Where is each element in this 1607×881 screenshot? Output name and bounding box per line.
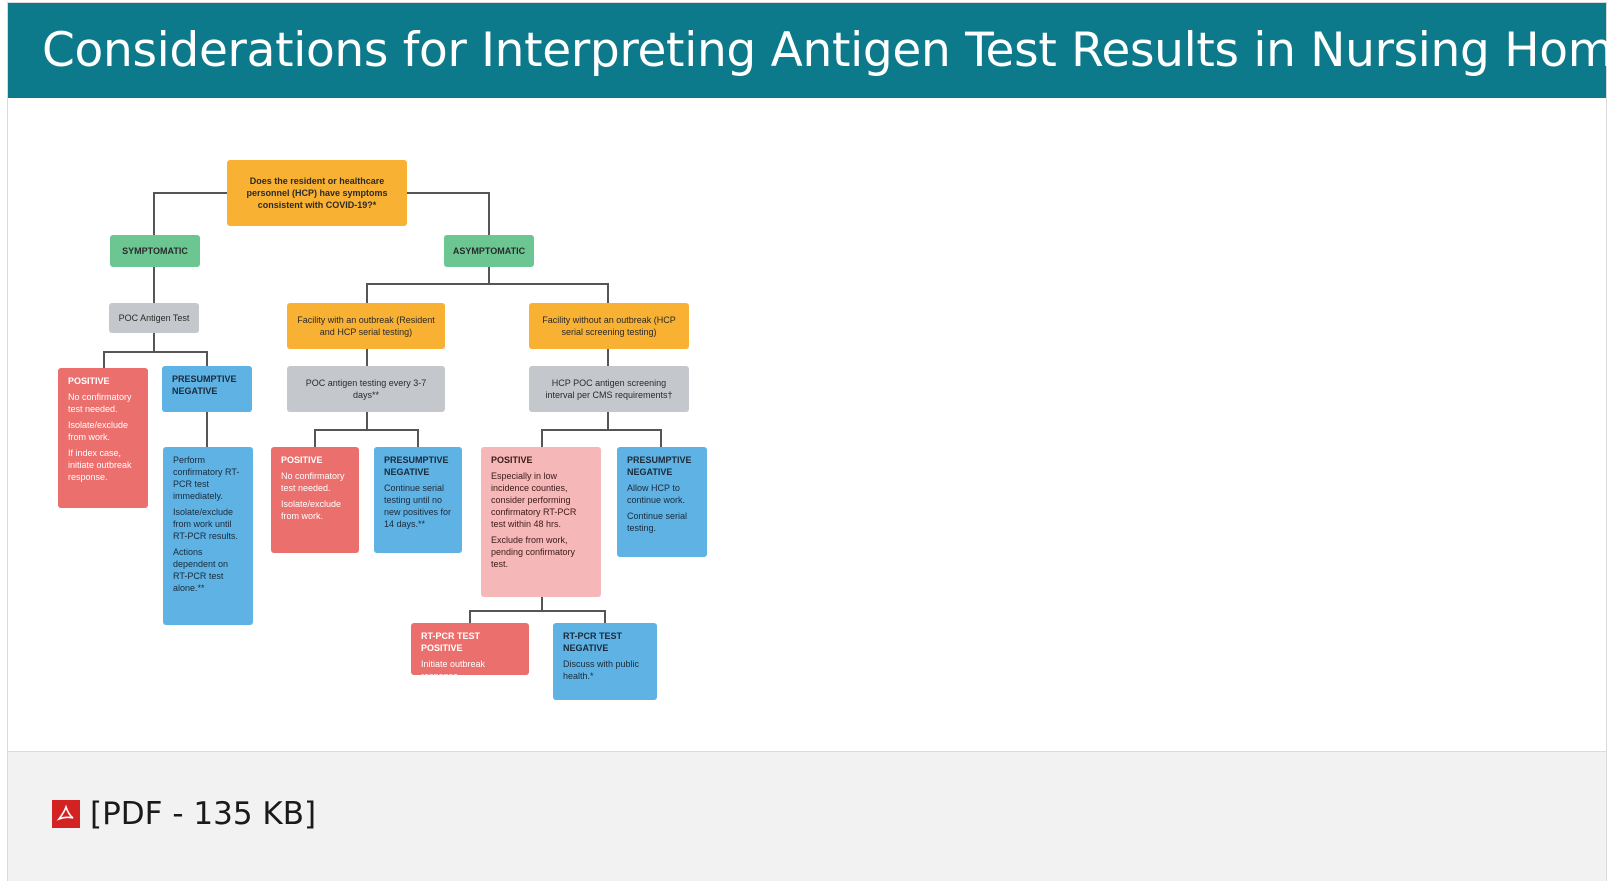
connector-line	[607, 283, 609, 303]
pdf-download-link[interactable]: [PDF - 135 KB]	[52, 796, 316, 832]
connector-line	[541, 597, 543, 611]
page-title: Considerations for Interpreting Antigen …	[42, 23, 1607, 78]
node-sym-positive: POSITIVE No confirmatory test needed. Is…	[58, 368, 148, 508]
node-asymptomatic: ASYMPTOMATIC	[444, 235, 534, 267]
flowchart-image[interactable]: Does the resident or healthcare personne…	[8, 98, 768, 753]
connector-line	[103, 351, 105, 369]
card-header: Considerations for Interpreting Antigen …	[8, 3, 1607, 98]
node-title: RT-PCR TEST NEGATIVE	[563, 631, 623, 653]
node-sym-negative: PRESUMPTIVE NEGATIVE	[162, 366, 252, 412]
connector-line	[366, 283, 368, 303]
node-hcp-screening-interval: HCP POC antigen screening interval per C…	[529, 366, 689, 412]
connector-line	[153, 266, 155, 304]
connector-line	[206, 351, 208, 367]
node-text: Perform confirmatory RT-PCR test immedia…	[173, 455, 240, 501]
antigen-test-card: Considerations for Interpreting Antigen …	[7, 2, 1607, 881]
connector-line	[417, 429, 419, 447]
node-facility-no-outbreak-text: Facility without an outbreak (HCP serial…	[542, 315, 676, 337]
connector-line	[607, 348, 609, 366]
node-poc-antigen-test: POC Antigen Test	[109, 303, 199, 333]
node-title: PRESUMPTIVE NEGATIVE	[172, 374, 237, 396]
connector-line	[541, 429, 543, 447]
node-text: Discuss with public health.*	[563, 659, 640, 681]
node-text: No confirmatory test needed.	[281, 471, 345, 493]
node-title: POSITIVE	[68, 376, 110, 386]
connector-line	[660, 429, 662, 447]
node-facility-outbreak-text: Facility with an outbreak (Resident and …	[297, 315, 435, 337]
node-outbreak-negative: PRESUMPTIVE NEGATIVE Continue serial tes…	[374, 447, 462, 553]
node-text: No confirmatory test needed.	[68, 392, 132, 414]
node-text: Especially in low incidence counties, co…	[491, 471, 577, 529]
node-symptomatic: SYMPTOMATIC	[110, 235, 200, 267]
connector-line	[103, 351, 208, 353]
connector-line	[366, 283, 609, 285]
connector-line	[607, 411, 609, 429]
connector-line	[469, 610, 606, 612]
node-text: Continue serial testing.	[627, 511, 688, 533]
connector-line	[366, 348, 368, 366]
pdf-label: [PDF - 135 KB]	[90, 796, 317, 832]
connector-line	[206, 410, 208, 448]
pdf-icon	[52, 800, 80, 828]
node-title: PRESUMPTIVE NEGATIVE	[627, 455, 692, 477]
connector-line	[153, 192, 155, 238]
connector-line	[366, 411, 368, 429]
node-no-outbreak-negative: PRESUMPTIVE NEGATIVE Allow HCP to contin…	[617, 447, 707, 557]
node-text: Isolate/exclude from work.	[68, 420, 129, 442]
card-body: Does the resident or healthcare personne…	[8, 98, 1606, 753]
node-title: RT-PCR TEST POSITIVE	[421, 631, 481, 653]
connector-line	[541, 429, 662, 431]
node-poc-every-3-7: POC antigen testing every 3-7 days**	[287, 366, 445, 412]
card-footer: [PDF - 135 KB]	[8, 751, 1606, 881]
node-text: Continue serial testing until no new pos…	[384, 483, 452, 529]
connector-line	[488, 266, 490, 284]
connector-line	[153, 192, 228, 194]
node-text: Actions dependent on RT-PCR test alone.*…	[173, 547, 229, 593]
node-text: Isolate/exclude from work.	[281, 499, 342, 521]
connector-line	[406, 192, 490, 194]
node-text: If index case, initiate outbreak respons…	[68, 448, 132, 482]
connector-line	[153, 332, 155, 352]
node-text: Initiate outbreak response.	[421, 659, 486, 681]
connector-line	[469, 610, 471, 624]
node-rtpcr-negative: RT-PCR TEST NEGATIVE Discuss with public…	[553, 623, 657, 700]
node-title: PRESUMPTIVE NEGATIVE	[384, 455, 449, 477]
node-text: Exclude from work, pending confirmatory …	[491, 535, 576, 569]
node-asymptomatic-text: ASYMPTOMATIC	[452, 246, 526, 256]
node-rtpcr-positive: RT-PCR TEST POSITIVE Initiate outbreak r…	[411, 623, 529, 681]
node-title: POSITIVE	[491, 455, 533, 465]
node-symptomatic-text: SYMPTOMATIC	[122, 246, 188, 256]
connector-line	[314, 429, 316, 447]
node-poc-antigen-test-text: POC Antigen Test	[118, 313, 190, 323]
node-root-text: Does the resident or healthcare personne…	[246, 176, 388, 210]
node-no-outbreak-positive: POSITIVE Especially in low incidence cou…	[481, 447, 601, 597]
connector-line	[604, 610, 606, 624]
node-root-question: Does the resident or healthcare personne…	[227, 160, 407, 226]
node-facility-no-outbreak: Facility without an outbreak (HCP serial…	[529, 303, 689, 349]
node-text: Allow HCP to continue work.	[627, 483, 686, 505]
connector-line	[314, 429, 419, 431]
node-hcp-screening-interval-text: HCP POC antigen screening interval per C…	[545, 378, 673, 400]
connector-line	[488, 192, 490, 238]
node-text: Isolate/exclude from work until RT-PCR r…	[173, 507, 238, 541]
node-sym-negative-actions: Perform confirmatory RT-PCR test immedia…	[163, 447, 253, 625]
node-title: POSITIVE	[281, 455, 323, 465]
node-poc-every-3-7-text: POC antigen testing every 3-7 days**	[305, 378, 427, 400]
node-facility-outbreak: Facility with an outbreak (Resident and …	[287, 303, 445, 349]
node-outbreak-positive: POSITIVE No confirmatory test needed. Is…	[271, 447, 359, 553]
